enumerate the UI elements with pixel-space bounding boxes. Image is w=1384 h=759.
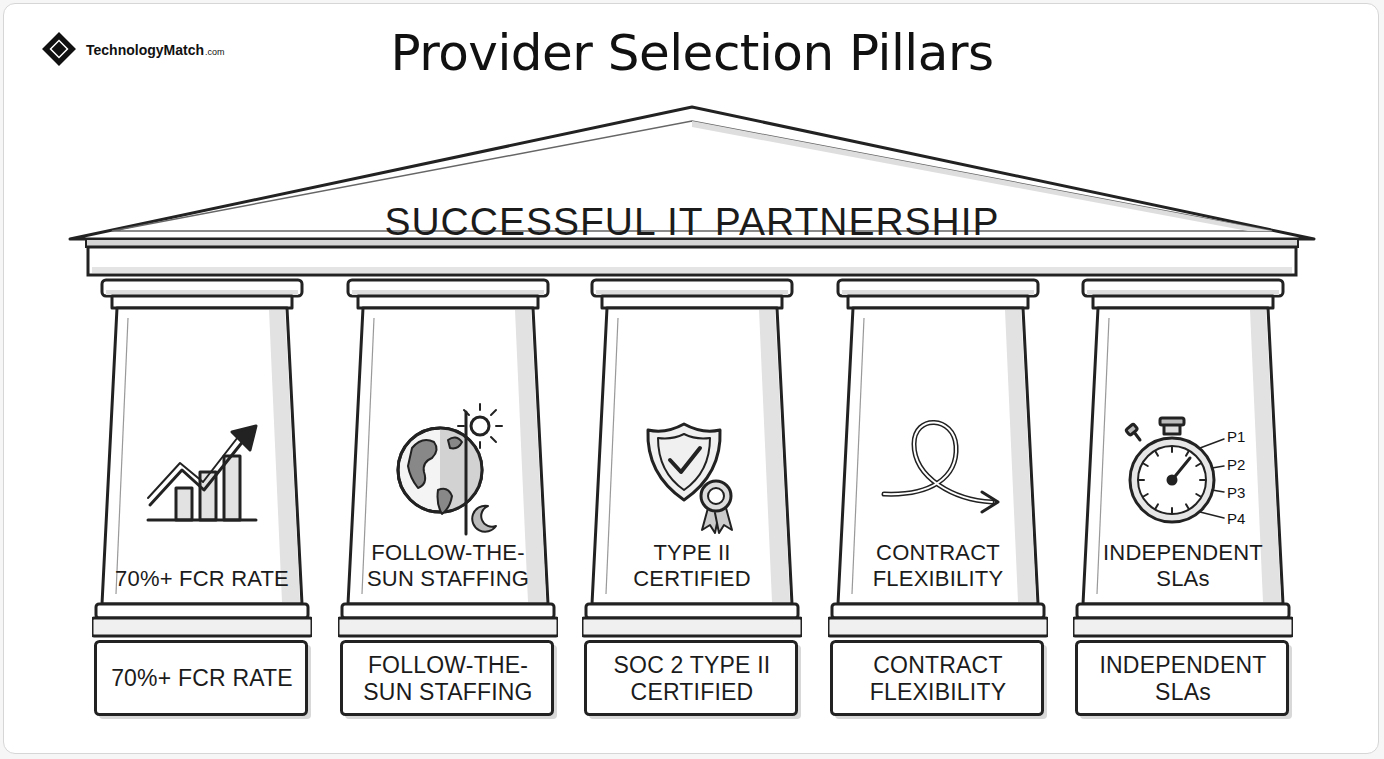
watch-tick [1196, 494, 1200, 497]
logo-domain: .com [205, 47, 225, 57]
pillar-base: 70%+ FCR RATE [94, 640, 310, 718]
watch-tick [1156, 451, 1159, 455]
pillar-text-area: 70%+ FCR RATE [108, 566, 296, 592]
watch-tick [1186, 451, 1189, 455]
pillar-label: FOLLOW-THE-SUN STAFFING [354, 540, 542, 592]
pillar-column: CONTRACT FLEXIBILITY [828, 278, 1048, 638]
pillar-label: INDEPENDENT SLAs [1089, 540, 1277, 592]
pillar-base: INDEPENDENT SLAs [1075, 640, 1291, 718]
pillar-label: 70%+ FCR RATE [108, 566, 296, 592]
flexible-loop-icon [884, 422, 998, 512]
pillar-text-area: CONTRACT FLEXIBILITY [844, 540, 1032, 592]
logo-text: TechnologyMatch [86, 42, 204, 58]
pillar-column: INDEPENDENT SLAs [1073, 278, 1293, 638]
growth-chart-icon [148, 426, 256, 520]
watch-tick [1139, 479, 1144, 481]
pillar-label: CONTRACT FLEXIBILITY [844, 540, 1032, 592]
shield-badge-icon [648, 424, 732, 533]
priority-label: P3 [1227, 484, 1245, 501]
base-label: SOC 2 TYPE II CERTIFIED [592, 652, 792, 706]
watch-tick [1186, 504, 1189, 508]
globe-sun-moon-icon [398, 404, 502, 534]
roof-heading: SUCCESSFUL IT PARTNERSHIP [248, 199, 1136, 245]
watch-tick [1171, 447, 1173, 452]
base-label: 70%+ FCR RATE [102, 665, 302, 692]
base-label: INDEPENDENT SLAs [1083, 652, 1283, 706]
watch-tick [1143, 464, 1147, 467]
pillar-base: SOC 2 TYPE II CERTIFIED [584, 640, 800, 718]
pillar-text-area: FOLLOW-THE-SUN STAFFING [354, 540, 542, 592]
roof-pediment: SUCCESSFUL IT PARTNERSHIP [68, 105, 1316, 277]
watch-tick [1200, 479, 1205, 481]
roof-outline [68, 105, 1316, 277]
watch-tick [1196, 464, 1200, 467]
base-label: FOLLOW-THE-SUN STAFFING [348, 652, 548, 706]
pillar-base: FOLLOW-THE-SUN STAFFING [340, 640, 556, 718]
base-label: CONTRACT FLEXIBILITY [838, 652, 1038, 706]
priority-label: P4 [1227, 510, 1245, 527]
watch-tick [1143, 494, 1147, 497]
priority-label: P1 [1227, 428, 1245, 445]
pillar-column: 70%+ FCR RATE [92, 278, 312, 638]
pillar-text-area: INDEPENDENT SLAs [1089, 540, 1277, 592]
pillar-column: FOLLOW-THE-SUN STAFFING [338, 278, 558, 638]
pillar-label: TYPE II CERTIFIED [598, 540, 786, 592]
pillar-column: TYPE II CERTIFIED [582, 278, 802, 638]
stopwatch-icon [1126, 418, 1224, 522]
pillar-base: CONTRACT FLEXIBILITY [830, 640, 1046, 718]
pillar-text-area: TYPE II CERTIFIED [598, 540, 786, 592]
priority-label: P2 [1227, 456, 1245, 473]
watch-tick [1171, 508, 1173, 513]
watch-tick [1156, 504, 1159, 508]
